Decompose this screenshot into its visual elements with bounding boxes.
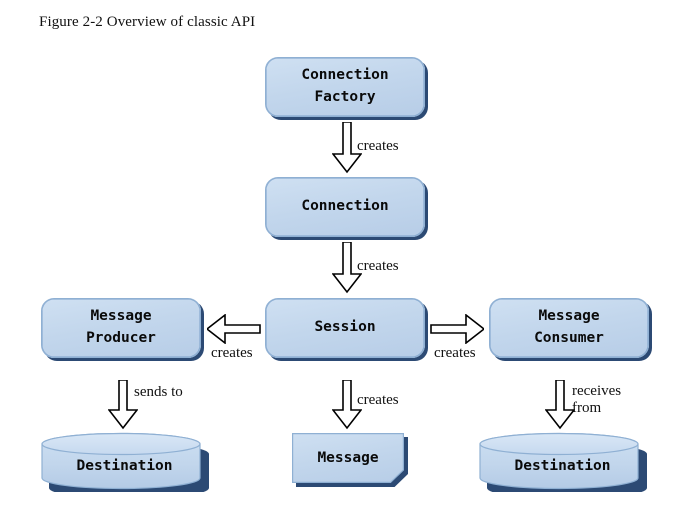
node-destination-right[interactable]: Destination: [477, 431, 648, 492]
edge-label-session-to-producer: creates: [211, 345, 253, 361]
node-connection[interactable]: Connection: [265, 177, 425, 237]
node-message-producer[interactable]: Message Producer: [41, 298, 201, 358]
edge-label-producer-to-destination: sends to: [134, 384, 183, 400]
node-message-producer-label: Message Producer: [86, 308, 156, 346]
node-message-outline: [292, 433, 404, 483]
edge-label-session-to-consumer: creates: [434, 345, 476, 361]
figure-caption: Figure 2-2 Overview of classic API: [39, 14, 256, 30]
node-connection-factory[interactable]: Connection Factory: [265, 57, 425, 117]
node-message-face: [292, 433, 404, 483]
arrow-factory-to-connection: [332, 122, 362, 174]
arrow-session-to-producer: [207, 314, 261, 344]
node-connection-factory-label: Connection Factory: [301, 67, 389, 105]
node-message[interactable]: Message: [292, 433, 408, 487]
node-destination-left-label: Destination: [76, 457, 173, 474]
arrow-producer-to-destination: [108, 380, 138, 430]
node-destination-right-label: Destination: [514, 457, 611, 474]
arrow-connection-to-session: [332, 242, 362, 294]
arrow-session-to-message: [332, 380, 362, 430]
edge-label-consumer-to-destination: receives from: [572, 383, 622, 416]
arrow-consumer-to-destination: [545, 380, 575, 430]
node-message-label: Message: [317, 450, 379, 466]
edge-label-factory-to-connection: creates: [357, 138, 399, 154]
node-message-consumer-label: Message Consumer: [534, 308, 604, 346]
node-session-label: Session: [314, 319, 376, 336]
node-destination-left[interactable]: Destination: [39, 431, 210, 492]
edge-label-connection-to-session: creates: [357, 258, 399, 274]
arrow-session-to-consumer: [430, 314, 484, 344]
edge-label-session-to-message: creates: [357, 392, 399, 408]
node-message-consumer[interactable]: Message Consumer: [489, 298, 649, 358]
node-session[interactable]: Session: [265, 298, 425, 358]
node-connection-label: Connection: [301, 198, 389, 215]
